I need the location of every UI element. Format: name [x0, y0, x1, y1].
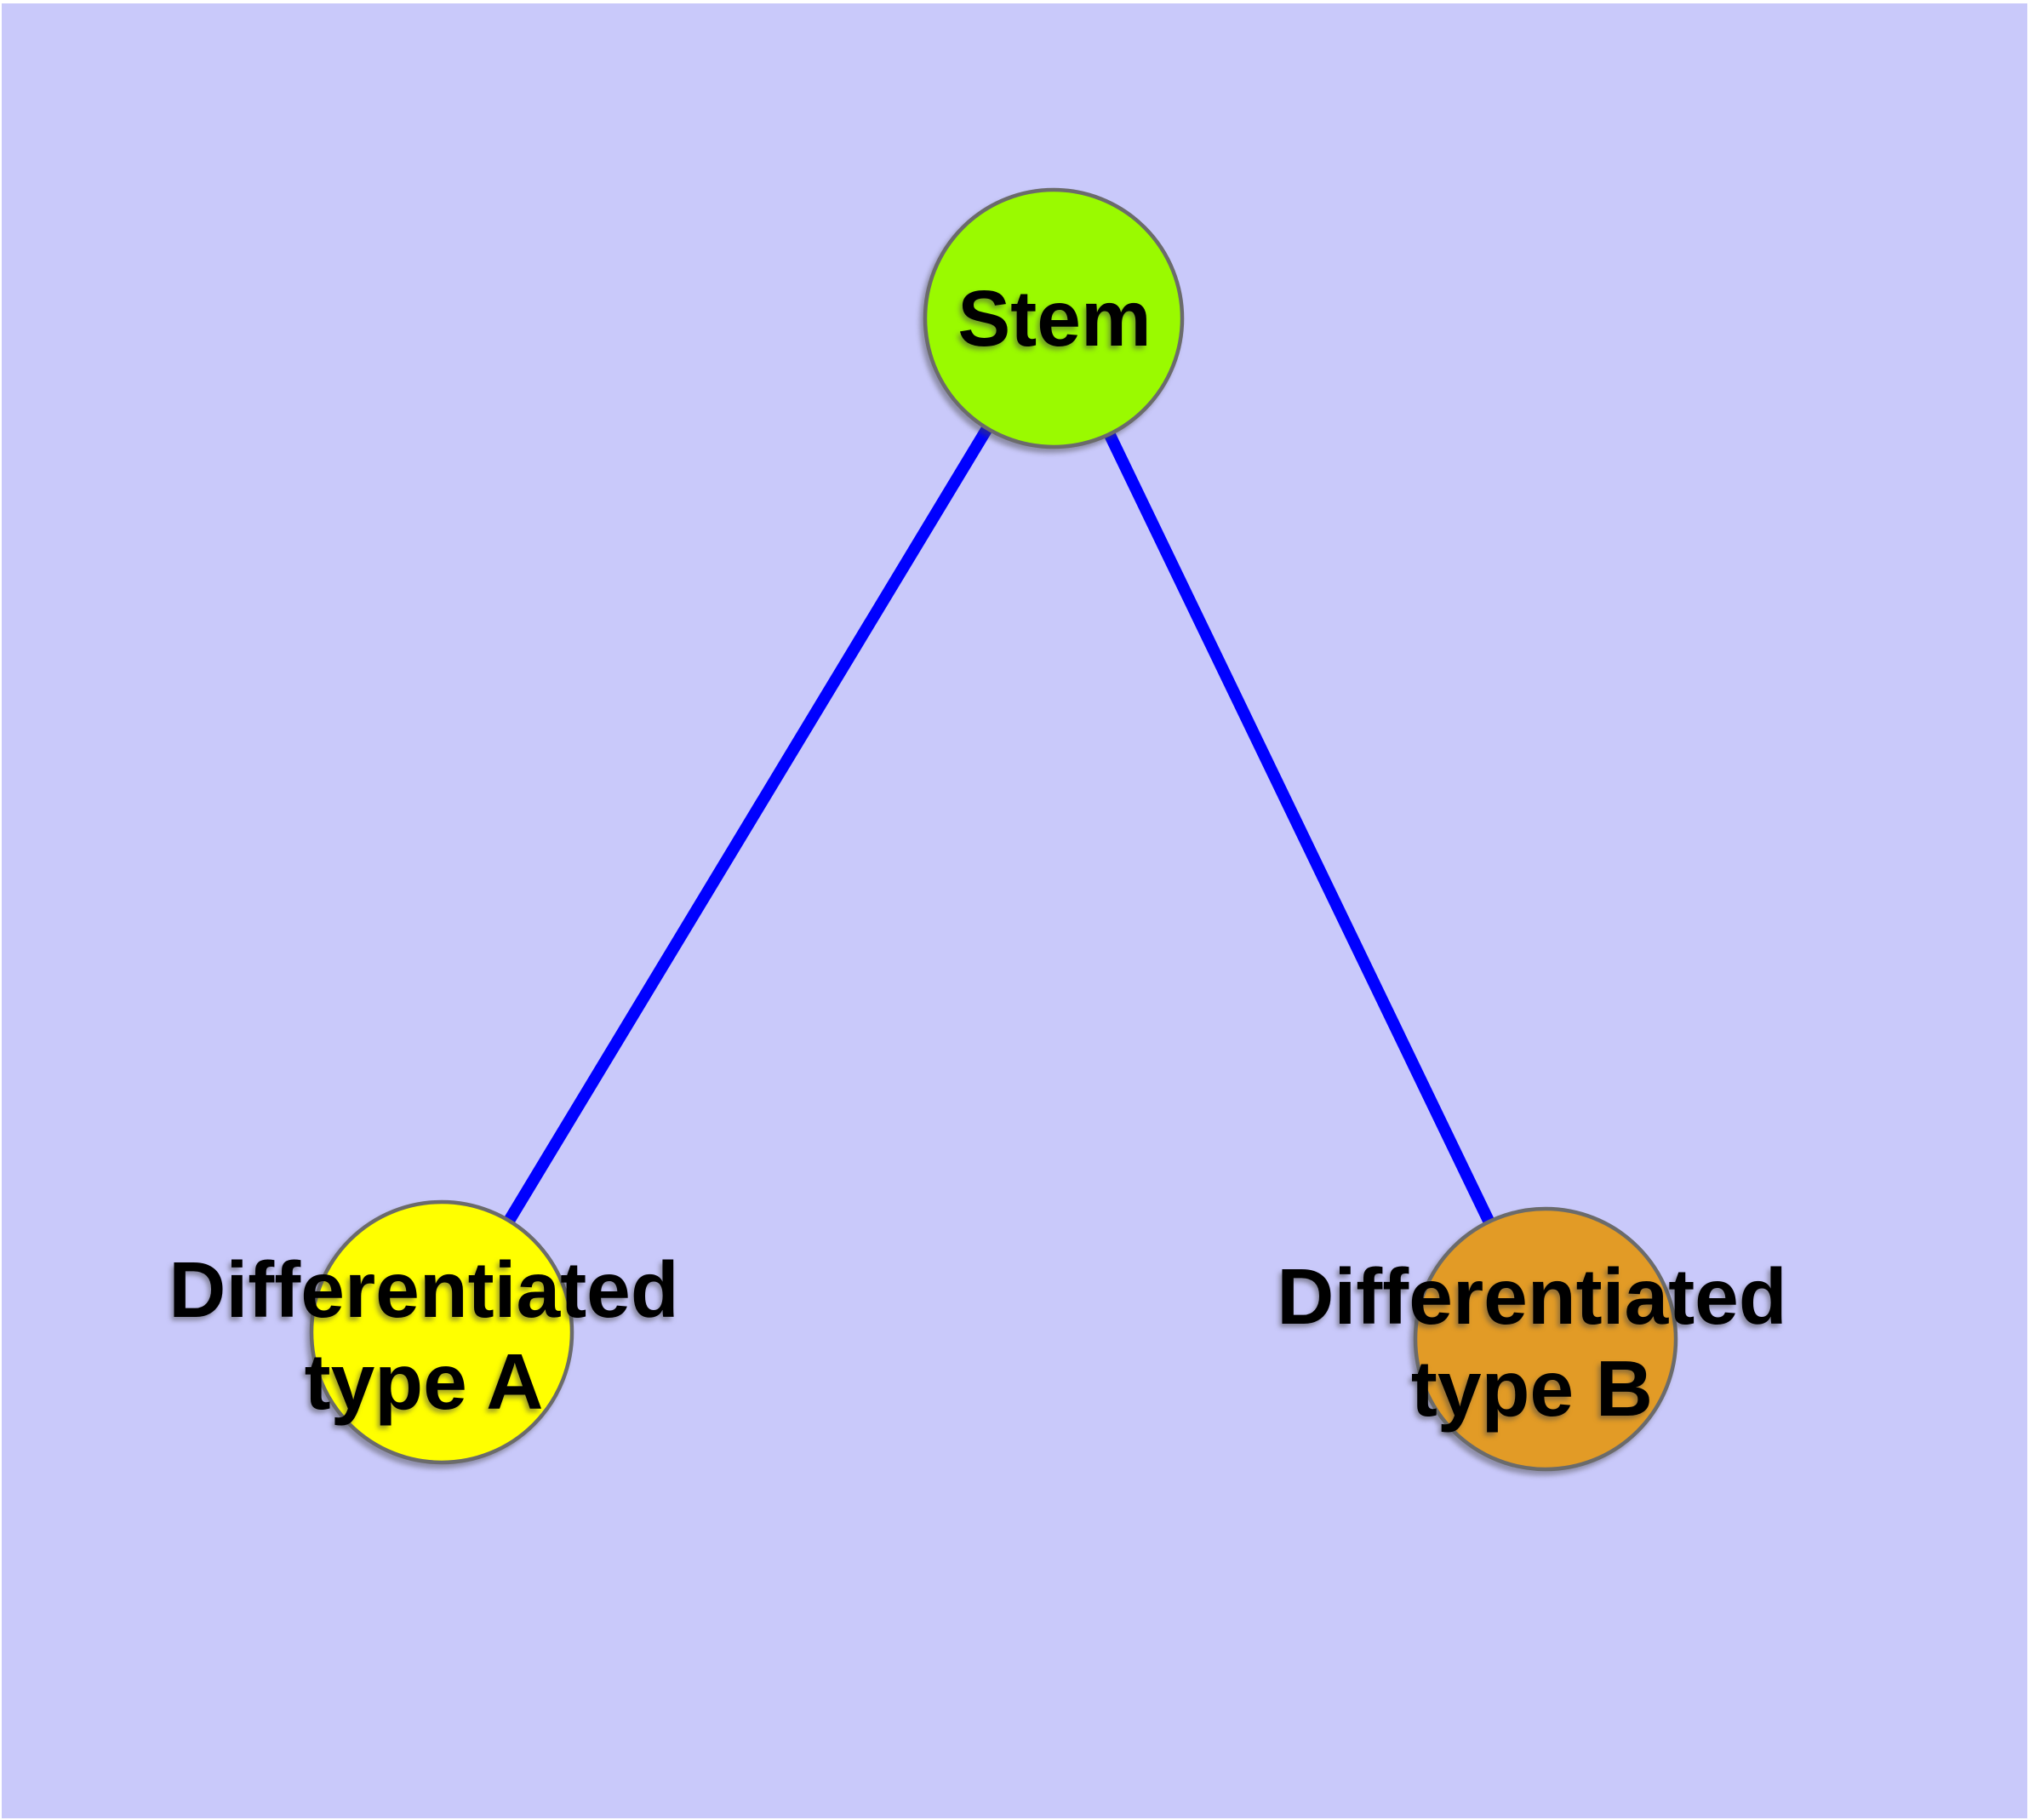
edge-stem-to-type-b: [1048, 315, 1552, 1342]
node-differentiated-type-a-label-line2: type A: [305, 1337, 544, 1426]
node-stem-circle: [923, 187, 1185, 449]
node-differentiated-type-a-label-line1: Differentiated: [169, 1245, 678, 1334]
edge-stem-to-type-a: [437, 315, 1059, 1336]
node-stem-label: Stem: [957, 274, 1151, 363]
node-differentiated-type-b-circle: [1413, 1206, 1678, 1472]
node-differentiated-type-b-label-line1: Differentiated: [1277, 1252, 1786, 1341]
node-differentiated-type-a-circle: [309, 1199, 574, 1465]
node-differentiated-type-b-label-line2: type B: [1411, 1344, 1653, 1433]
